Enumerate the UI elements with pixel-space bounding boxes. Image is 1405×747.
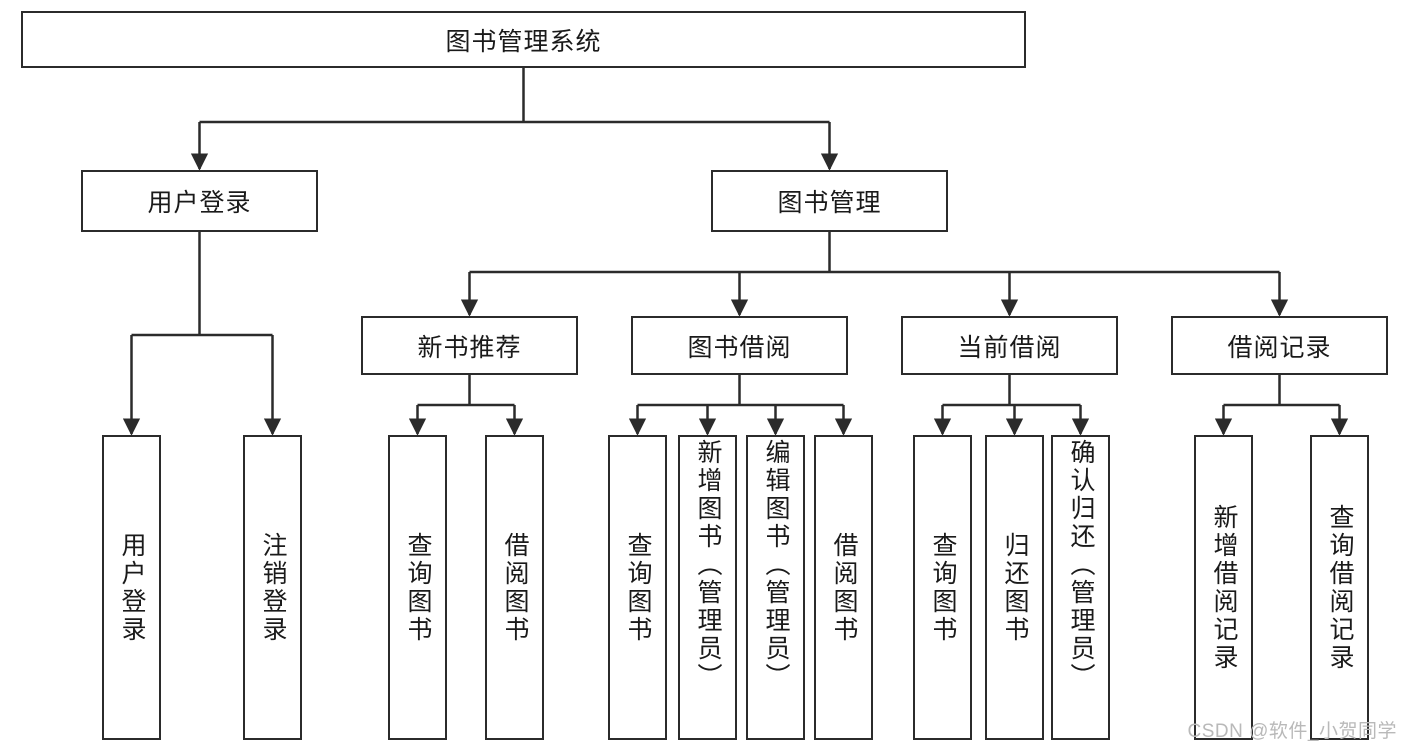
node-current-borrow-label: 当前借阅 [957, 333, 1062, 362]
node-leaf-query-book-1[interactable]: 查询图书 [388, 435, 447, 740]
node-leaf-borrow-book-1-label: 借阅图书 [501, 531, 529, 644]
node-leaf-user-login[interactable]: 用户登录 [102, 435, 161, 740]
node-leaf-borrow-book-2-label: 借阅图书 [830, 531, 858, 644]
node-current-borrow[interactable]: 当前借阅 [901, 316, 1118, 375]
node-leaf-confirm-return[interactable]: 确认归还（管理员） [1051, 435, 1110, 740]
node-leaf-add-book-label: 新增图书（管理员） [694, 439, 722, 691]
node-leaf-query-book-2[interactable]: 查询图书 [608, 435, 667, 740]
node-leaf-confirm-return-label: 确认归还（管理员） [1067, 439, 1095, 691]
node-book-manage-label: 图书管理 [777, 189, 882, 217]
node-leaf-add-book[interactable]: 新增图书（管理员） [678, 435, 737, 740]
node-leaf-add-record[interactable]: 新增借阅记录 [1194, 435, 1253, 740]
node-leaf-query-book-3-label: 查询图书 [929, 531, 957, 644]
node-leaf-logout[interactable]: 注销登录 [243, 435, 302, 740]
node-root-label: 图书管理系统 [445, 27, 602, 56]
node-leaf-query-record[interactable]: 查询借阅记录 [1310, 435, 1369, 740]
node-user-login[interactable]: 用户登录 [81, 170, 318, 232]
node-root[interactable]: 图书管理系统 [21, 11, 1026, 68]
node-leaf-borrow-book-2[interactable]: 借阅图书 [814, 435, 873, 740]
node-book-borrow[interactable]: 图书借阅 [631, 316, 848, 375]
node-leaf-return-book[interactable]: 归还图书 [985, 435, 1044, 740]
node-leaf-query-book-2-label: 查询图书 [624, 531, 652, 644]
node-leaf-query-book-3[interactable]: 查询图书 [913, 435, 972, 740]
node-leaf-return-book-label: 归还图书 [1001, 531, 1029, 644]
node-user-login-label: 用户登录 [147, 189, 252, 217]
watermark-label: CSDN @软件_小贺同学 [1187, 721, 1397, 742]
node-leaf-borrow-book-1[interactable]: 借阅图书 [485, 435, 544, 740]
node-leaf-edit-book[interactable]: 编辑图书（管理员） [746, 435, 805, 740]
node-new-book-rec-label: 新书推荐 [417, 333, 522, 362]
node-borrow-record-label: 借阅记录 [1227, 333, 1332, 362]
node-borrow-record[interactable]: 借阅记录 [1171, 316, 1388, 375]
node-book-borrow-label: 图书借阅 [687, 333, 792, 362]
node-leaf-add-record-label: 新增借阅记录 [1210, 503, 1238, 672]
node-leaf-query-record-label: 查询借阅记录 [1326, 503, 1354, 672]
node-leaf-logout-label: 注销登录 [259, 531, 287, 644]
node-leaf-edit-book-label: 编辑图书（管理员） [762, 439, 790, 691]
node-new-book-rec[interactable]: 新书推荐 [361, 316, 578, 375]
node-leaf-user-login-label: 用户登录 [118, 531, 146, 644]
node-leaf-query-book-1-label: 查询图书 [404, 531, 432, 644]
node-book-manage[interactable]: 图书管理 [711, 170, 948, 232]
